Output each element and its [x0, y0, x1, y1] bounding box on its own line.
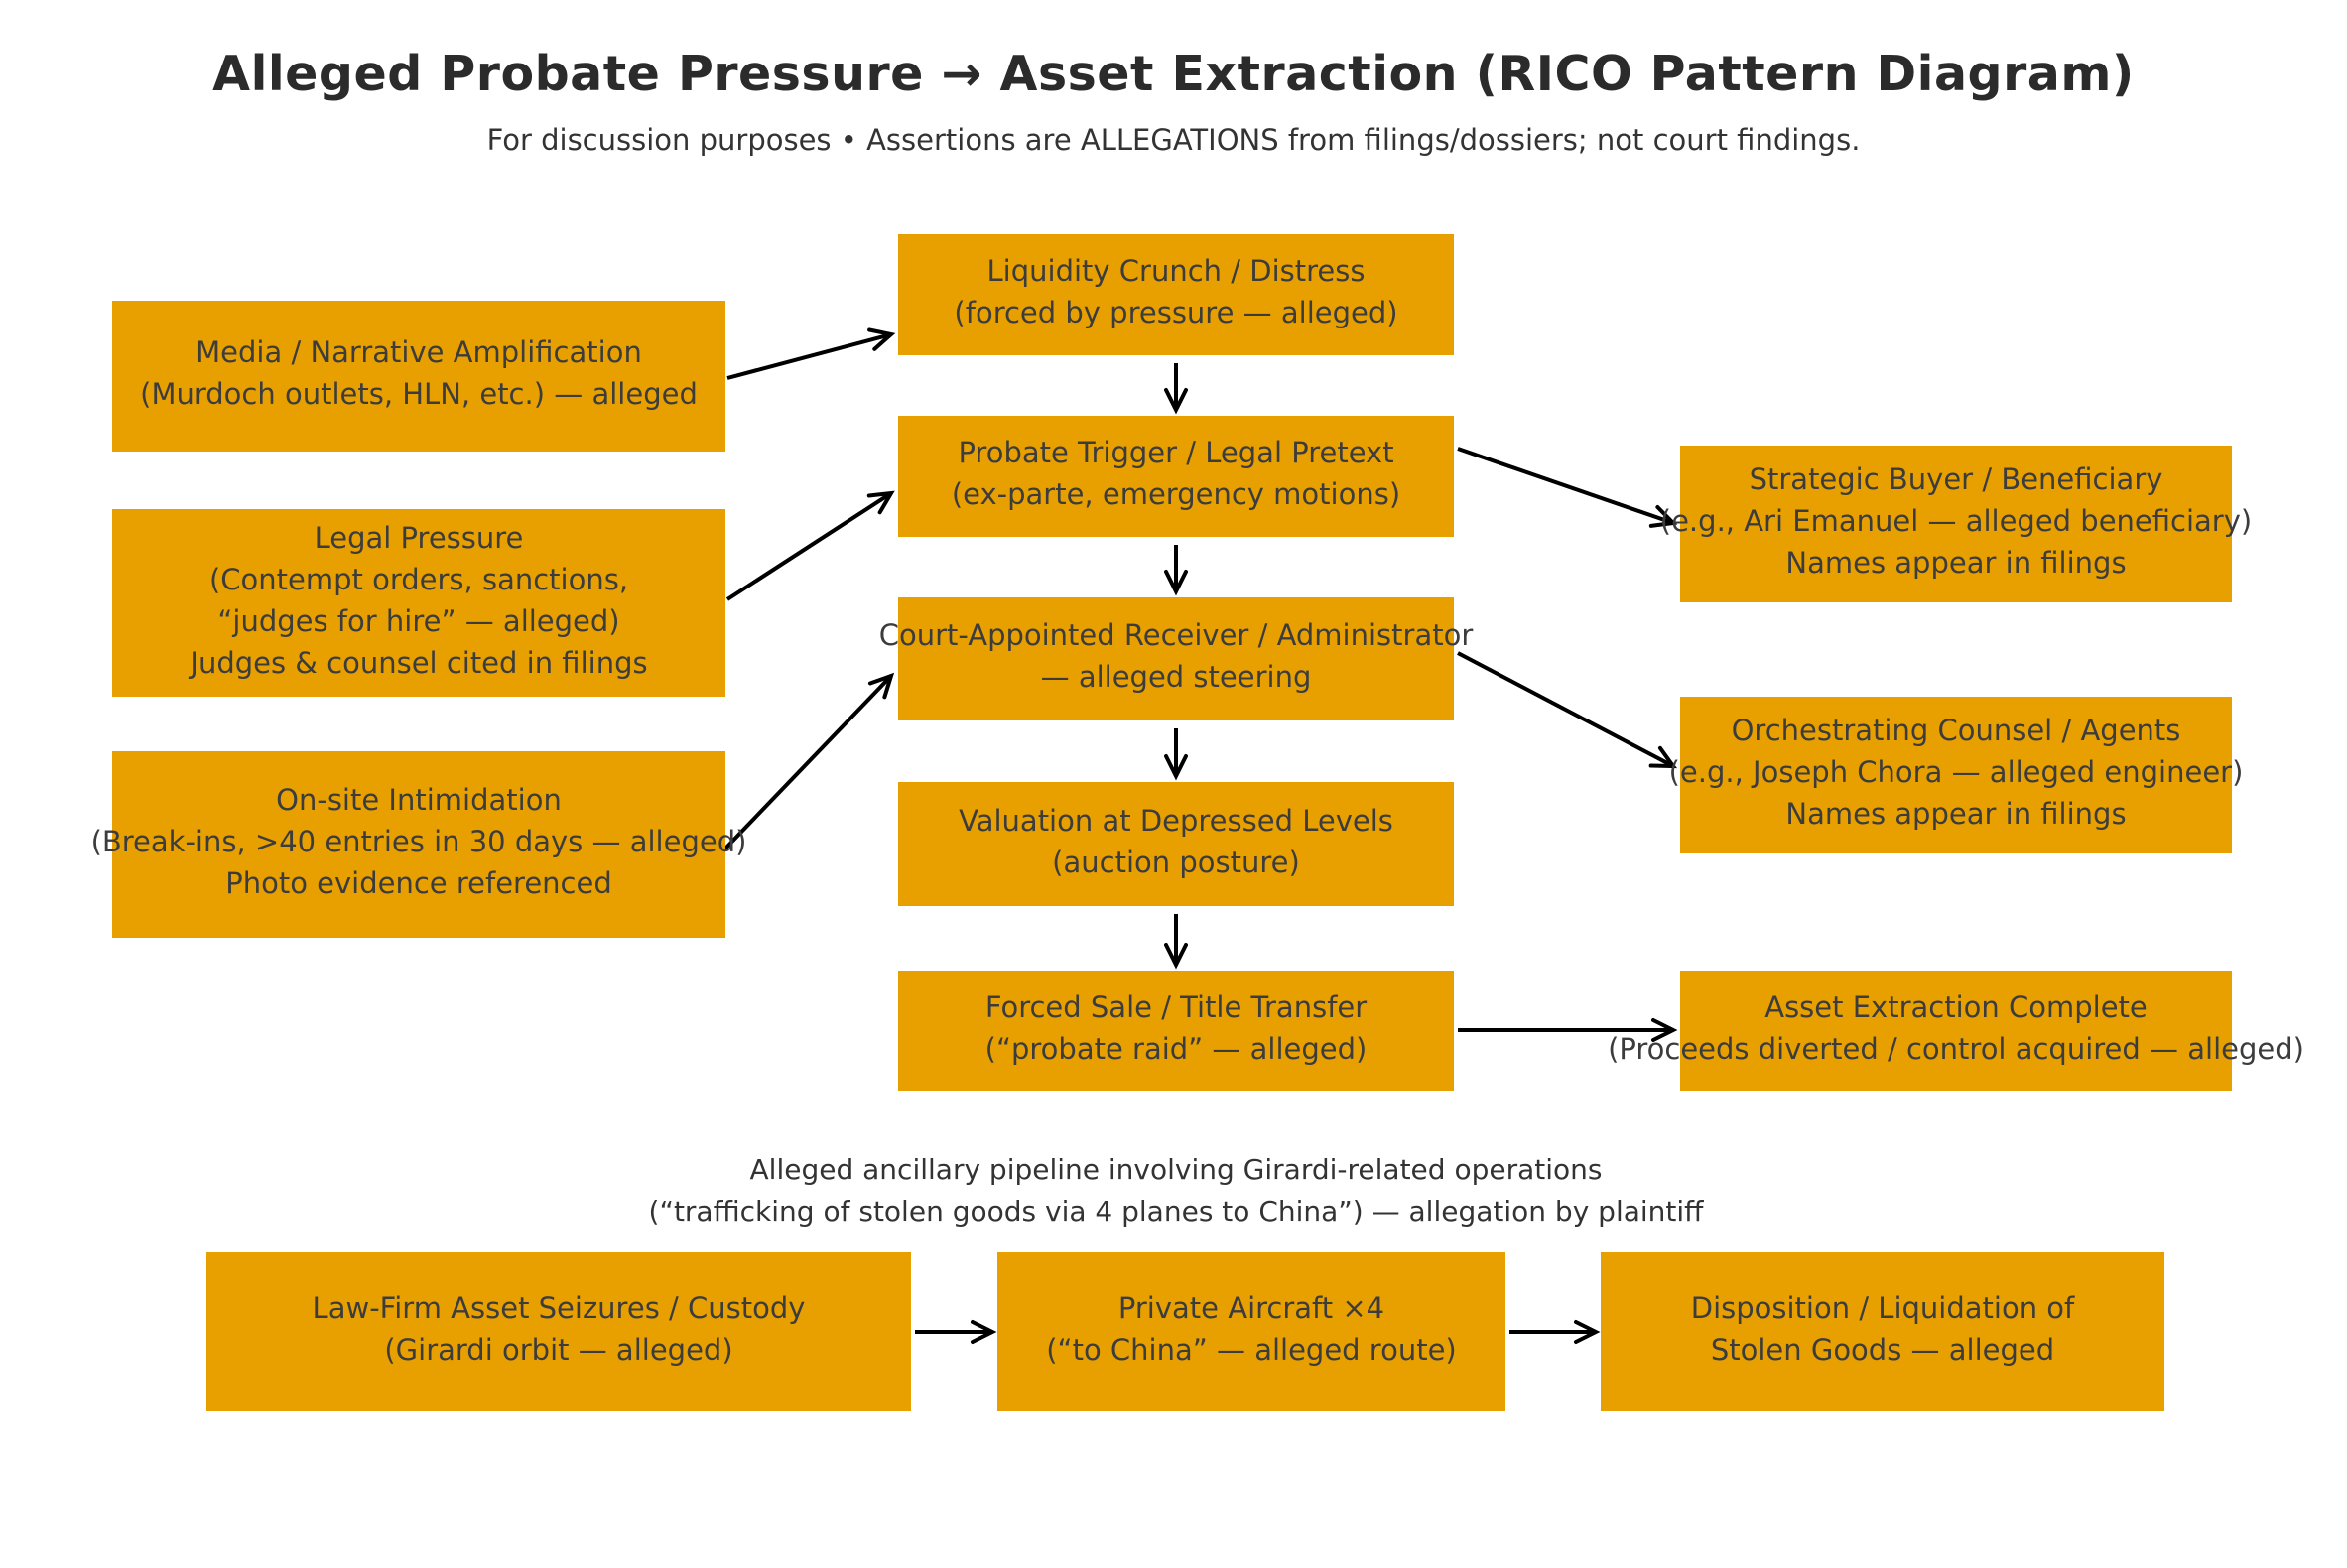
node-line: Legal Pressure [314, 520, 524, 555]
arrow-court-receiver-to-orchestrating-counsel [1457, 651, 1677, 769]
diagram-title: Alleged Probate Pressure → Asset Extract… [212, 46, 2135, 102]
ancillary-caption: Alleged ancillary pipeline involving Gir… [0, 1149, 2347, 1233]
arrow-legal-pressure-to-probate-trigger [725, 490, 895, 601]
valuation-depressed-node: Valuation at Depressed Levels (auction po… [898, 782, 1454, 906]
node-line: (Break-ins, >40 entries in 30 days — all… [90, 825, 747, 858]
ancillary-caption-line: (“trafficking of stolen goods via 4 plan… [648, 1195, 1704, 1228]
node-line: Forced Sale / Title Transfer [984, 989, 1368, 1024]
strategic-buyer-node: Strategic Buyer / Beneficiary (e.g., Ari … [1660, 446, 2252, 602]
node-line: (ex-parte, emergency motions) [951, 477, 1401, 511]
node-line: (e.g., Ari Emanuel — alleged beneficiary… [1659, 504, 2253, 538]
orchestrating-counsel-node: Orchestrating Counsel / Agents (e.g., Jos… [1669, 697, 2243, 853]
node-line: (“to China” — alleged route) [1046, 1333, 1457, 1367]
node-line: (Girardi orbit — alleged) [384, 1333, 733, 1367]
diagram-subtitle: For discussion purposes • Assertions are… [486, 123, 1861, 157]
node-line: Probate Trigger / Legal Pretext [958, 436, 1394, 469]
node-line: Strategic Buyer / Beneficiary [1749, 462, 2163, 496]
node-line: Valuation at Depressed Levels [959, 803, 1393, 838]
node-line: Liquidity Crunch / Distress [986, 254, 1366, 288]
node-line: “judges for hire” — alleged) [217, 603, 620, 638]
node-line: (e.g., Joseph Chora — alleged engineer) [1668, 755, 2244, 789]
lawfirm-seizures-node: Law-Firm Asset Seizures / Custody (Girard… [206, 1252, 911, 1411]
court-receiver-node: Court-Appointed Receiver / Administrator… [879, 597, 1473, 720]
node-line: Orchestrating Counsel / Agents [1731, 714, 2181, 747]
node-line: Names appear in filings [1785, 546, 2127, 580]
node-line: Stolen Goods — alleged [1710, 1333, 2055, 1367]
legal-pressure-node: Legal Pressure (Contempt orders, sanction… [112, 509, 725, 697]
disposition-node: Disposition / Liquidation of Stolen Goods… [1601, 1252, 2164, 1411]
node-line: Names appear in filings [1785, 797, 2127, 831]
ancillary-caption-line: Alleged ancillary pipeline involving Gir… [749, 1153, 1603, 1186]
node-line: Judges & counsel cited in filings [190, 645, 648, 680]
node-line: (forced by pressure — alleged) [954, 296, 1398, 329]
node-line: Disposition / Liquidation of [1690, 1291, 2075, 1325]
arrow-probate-trigger-to-strategic-buyer [1457, 447, 1678, 528]
onsite-intimidation-node: On-site Intimidation (Break-ins, >40 entr… [91, 751, 746, 938]
node-line: Photo evidence referenced [225, 866, 612, 900]
node-line: Media / Narrative Amplification [196, 335, 642, 369]
node-line: (“probate raid” — alleged) [984, 1031, 1368, 1066]
node-line: On-site Intimidation [276, 783, 562, 817]
asset-extraction-node: Asset Extraction Complete (Proceeds diver… [1608, 971, 2304, 1091]
arrow-onsite-intimidation-to-court-receiver [721, 672, 895, 852]
arrow-media-narrative-to-liquidity-crunch [726, 327, 896, 380]
node-line: (Murdoch outlets, HLN, etc.) — alleged [140, 377, 698, 411]
node-line: (Proceeds diverted / control acquired — … [1608, 1031, 2304, 1066]
node-line: (auction posture) [1052, 845, 1300, 879]
liquidity-crunch-node: Liquidity Crunch / Distress (forced by pr… [898, 234, 1454, 355]
node-line: (Contempt orders, sanctions, [208, 562, 629, 596]
probate-trigger-node: Probate Trigger / Legal Pretext (ex-parte… [898, 416, 1454, 537]
node-line: Law-Firm Asset Seizures / Custody [312, 1291, 806, 1325]
node-line: Court-Appointed Receiver / Administrator [878, 618, 1474, 652]
node-line: Asset Extraction Complete [1764, 989, 2148, 1024]
forced-sale-node: Forced Sale / Title Transfer (“probate ra… [898, 971, 1454, 1091]
node-line: — alleged steering [1040, 660, 1312, 694]
node-line: Private Aircraft ×4 [1117, 1291, 1385, 1325]
private-aircraft-node: Private Aircraft ×4 (“to China” — alleged… [997, 1252, 1505, 1411]
media-narrative-node: Media / Narrative Amplification (Murdoch … [112, 301, 725, 452]
